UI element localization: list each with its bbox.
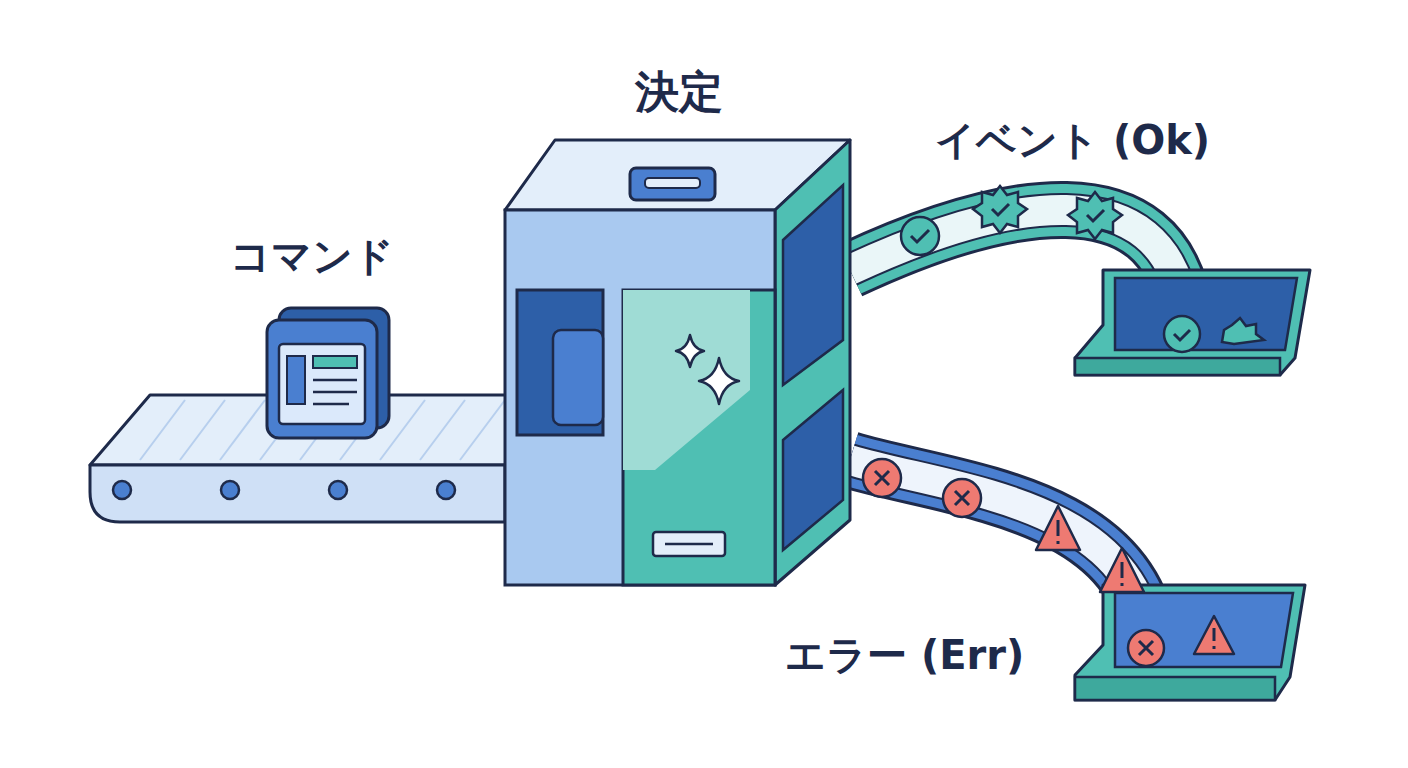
command-card: コマンド <box>265 300 390 440</box>
event-bin: イベント (Ok) <box>1075 270 1310 375</box>
belt-front <box>90 465 505 522</box>
machine-slot-hole <box>645 178 700 188</box>
ok-tokens <box>901 186 1264 352</box>
machine-opening <box>783 185 843 385</box>
node-label: エラー (Err) <box>785 633 1024 677</box>
node-label: イベント (Ok) <box>935 118 1210 162</box>
machine-opening <box>783 390 843 550</box>
err-tokens <box>863 459 1234 666</box>
decision-machine: 決定 <box>505 140 850 585</box>
error-bin: エラー (Err) <box>1075 585 1305 700</box>
machine-plate <box>653 532 725 556</box>
machine-side <box>775 140 850 585</box>
machine-glare <box>623 290 750 470</box>
machine-plate-line <box>665 543 713 546</box>
error-bin-shape <box>1075 585 1305 700</box>
belt-rollers <box>113 481 455 499</box>
card-entering <box>553 330 603 425</box>
machine-panel <box>623 290 775 585</box>
card-face <box>279 344 365 424</box>
bin-inside <box>1115 593 1293 667</box>
card-field <box>287 356 305 404</box>
bin-body <box>1075 270 1310 375</box>
command-card-shape <box>265 300 390 440</box>
bin-inside <box>1115 278 1297 350</box>
machine-front <box>505 210 775 585</box>
card-field <box>313 356 357 368</box>
bin-body <box>1075 585 1305 700</box>
event-bin-shape <box>1075 270 1310 375</box>
bin-rim <box>1075 358 1280 375</box>
bin-rim <box>1075 677 1275 700</box>
card-lines <box>313 380 357 404</box>
sparkle-icon <box>676 335 739 404</box>
decision-machine-shape <box>505 140 850 585</box>
machine-slot <box>630 168 715 200</box>
card-body <box>267 320 377 438</box>
node-label: 決定 <box>635 68 723 116</box>
machine-intake <box>517 290 603 435</box>
node-label: コマンド <box>230 234 394 278</box>
